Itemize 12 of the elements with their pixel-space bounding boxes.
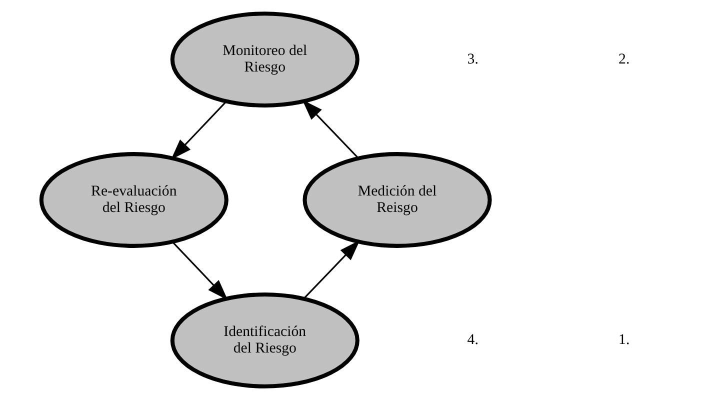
arrow xyxy=(171,100,227,160)
label: 3. xyxy=(467,51,478,68)
node-ellipse: Identificación del Riesgo xyxy=(170,292,360,388)
node-ellipse: Monitoreo del Riesgo xyxy=(170,12,360,108)
label: 4. xyxy=(467,332,478,348)
arrow xyxy=(304,240,360,299)
label: 1. xyxy=(618,332,630,348)
arrow xyxy=(302,100,359,158)
arrow xyxy=(172,241,228,300)
node-ellipse: Medición del Reisgo xyxy=(302,152,492,248)
node-ellipse: Re-evaluación del Riesgo xyxy=(39,152,228,248)
label: 2. xyxy=(618,51,630,68)
